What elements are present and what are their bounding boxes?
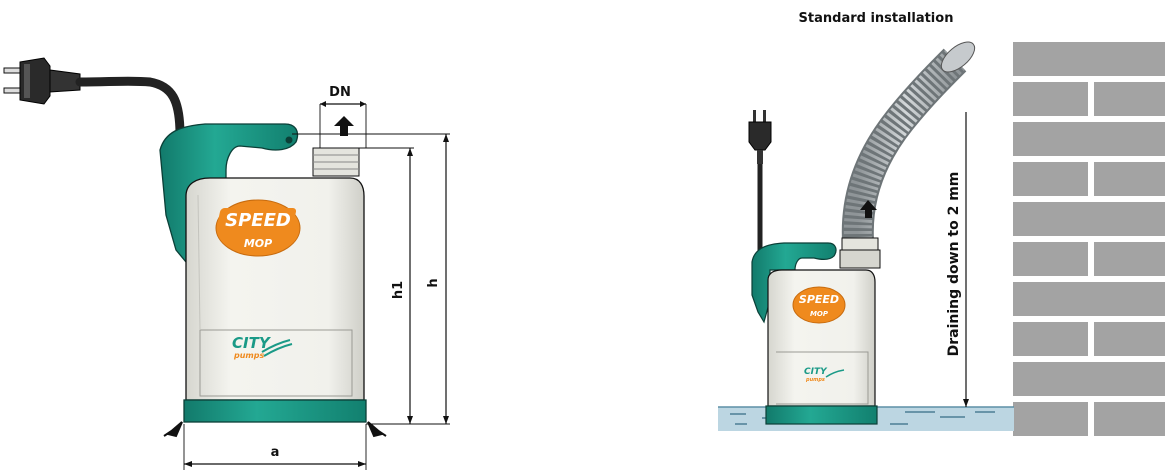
mop-logo-text: MOP [244, 237, 272, 250]
right-installation-figure: Standard installation [718, 11, 1165, 436]
flow-arrow-up [334, 116, 354, 136]
small-speed-logo-text: SPEED [799, 293, 839, 306]
hose-flow-arrow [860, 200, 877, 218]
dim-h1-label: h1 [391, 281, 406, 299]
small-pump-handle [751, 242, 837, 324]
installation-title: Standard installation [799, 11, 954, 26]
foot-arrow-right [367, 421, 387, 438]
left-pump-figure: SPEED MOP CITY pumps DN h h1 a [3, 57, 450, 470]
pumps-logo-text: pumps [233, 351, 264, 360]
city-logo-text: CITY [232, 334, 272, 352]
brick-wall [1013, 42, 1165, 436]
power-plug [3, 57, 81, 105]
small-pumps-logo-text: pumps [805, 377, 825, 383]
small-city-logo-text: CITY [804, 367, 828, 377]
pump-base [183, 399, 367, 423]
dim-dn-label: DN [329, 85, 351, 100]
foot-arrow-left [163, 421, 183, 438]
dim-a-label: a [271, 445, 280, 460]
dim-h-label: h [426, 278, 441, 287]
speed-logo-text: SPEED [225, 210, 291, 231]
small-power-plug [748, 110, 772, 164]
power-cable [75, 76, 185, 140]
small-mop-logo-text: MOP [810, 310, 829, 318]
drain-depth-label: Draining down to 2 mm [946, 172, 962, 357]
small-pump-base [765, 405, 878, 425]
